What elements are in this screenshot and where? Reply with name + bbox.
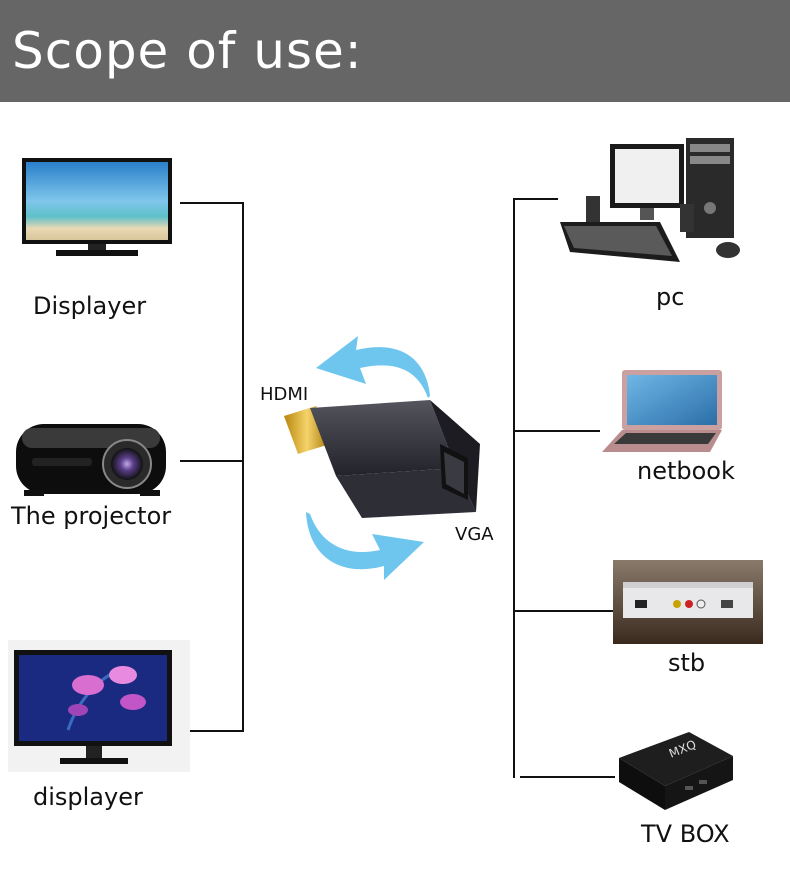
page-title: Scope of use: [12,22,363,80]
tv-icon [22,158,174,258]
hdmi-vga-adapter-icon [280,396,486,520]
tv-box-icon: MXQ [615,728,737,812]
left-connector-3 [190,730,244,732]
left-connector-2 [180,460,244,462]
set-top-box-icon [613,560,763,644]
device-label-displayer-monitor: displayer [33,783,143,811]
device-label-stb: stb [668,649,706,677]
arrow-down-icon [300,508,430,586]
laptop-icon [600,368,724,454]
device-label-netbook: netbook [637,457,735,485]
device-label-displayer: Displayer [33,292,147,320]
left-bracket-vertical [242,202,244,732]
projector-icon [14,416,170,498]
left-connector-1 [180,202,244,204]
right-bracket-vertical [513,198,515,778]
right-connector-4 [520,776,615,778]
device-label-tv-box: TV BOX [641,820,730,848]
arrow-up-icon [308,326,438,400]
desktop-pc-icon [556,134,746,274]
vga-label: VGA [455,524,494,545]
right-connector-1 [513,198,558,200]
monitor-icon [8,640,190,772]
device-label-pc: pc [656,283,685,311]
right-connector-2 [513,430,600,432]
device-label-projector: The projector [11,502,172,530]
header-banner: Scope of use: [0,0,790,102]
right-connector-3 [513,610,613,612]
hdmi-label: HDMI [260,384,309,405]
